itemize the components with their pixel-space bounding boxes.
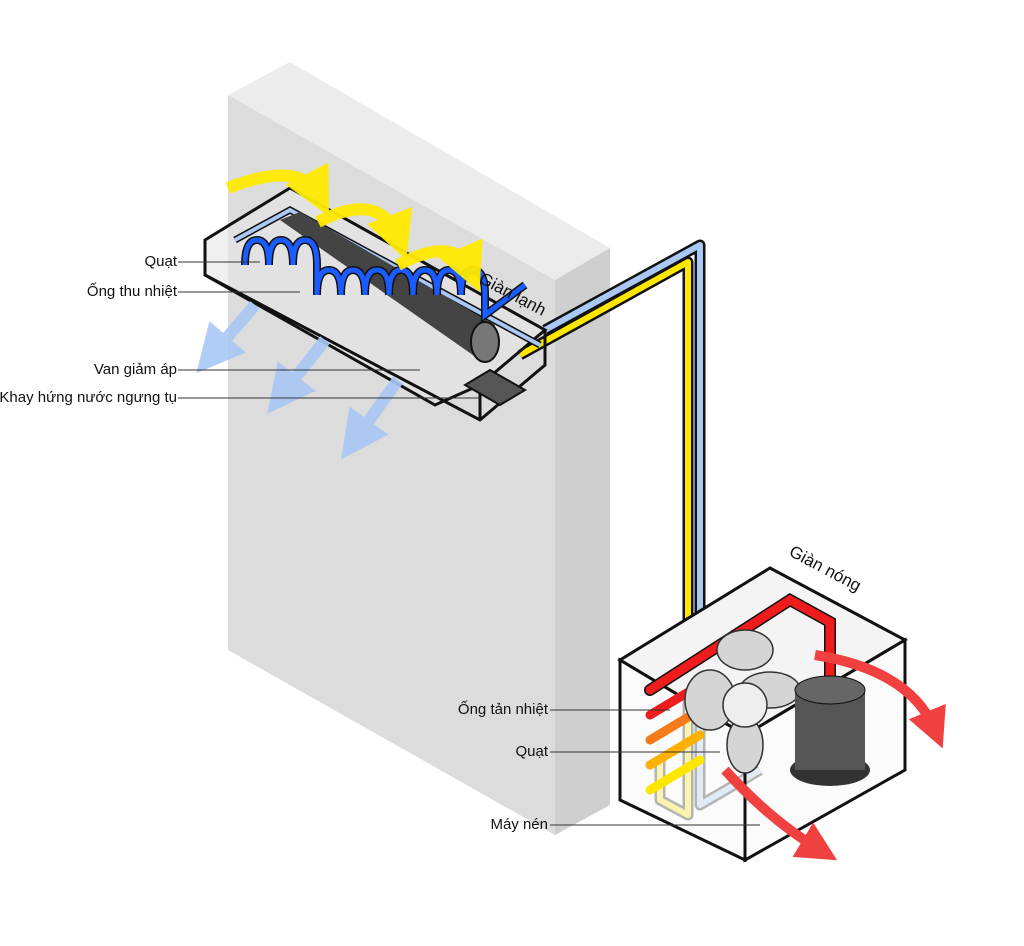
label-condenser-pipe: Ống tản nhiệt — [458, 700, 549, 718]
label-evaporator-pipe: Ống thu nhiệt — [87, 282, 178, 300]
warm-air-arrows — [225, 162, 483, 293]
leader-lines — [178, 261, 760, 826]
hot-air-arrows — [721, 650, 946, 861]
label-expansion-valve: Van giảm áp — [94, 361, 177, 378]
cold-air-arrows — [196, 301, 403, 460]
label-indoor-fan: Quạt — [144, 253, 177, 270]
outdoor-fan — [684, 629, 801, 774]
label-compressor: Máy nén — [490, 816, 548, 833]
compressor — [790, 675, 870, 786]
label-outdoor-fan: Quạt — [515, 743, 548, 760]
outdoor-unit — [617, 566, 909, 863]
label-drain-tray: Khay hứng nước ngưng tụ — [0, 389, 177, 406]
drain-tray — [463, 368, 527, 407]
